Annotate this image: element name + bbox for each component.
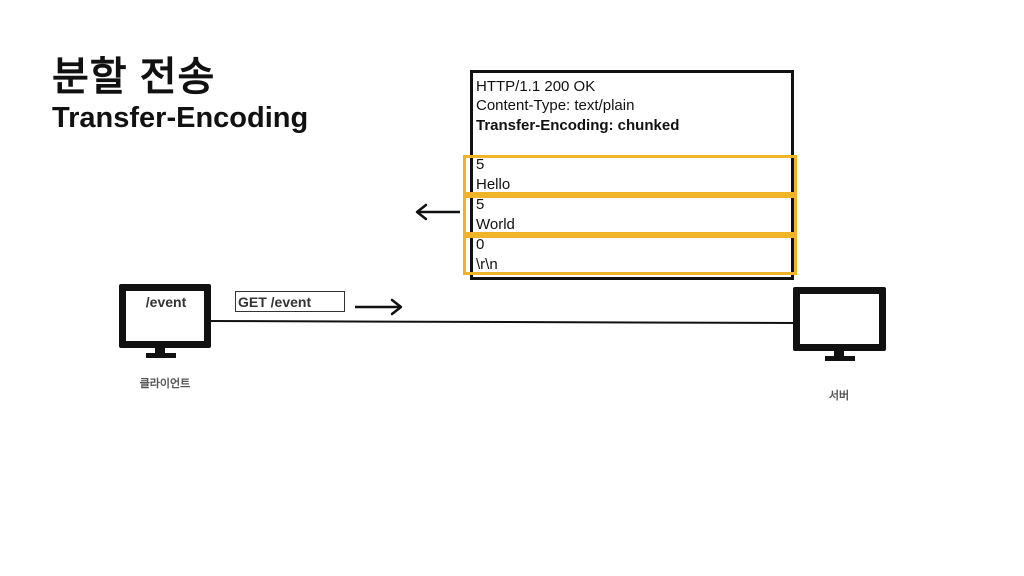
- chunk-data: Hello: [476, 176, 511, 193]
- request-arrow-icon: [355, 298, 403, 316]
- request-label: GET /event: [235, 291, 345, 312]
- response-header-transfer-encoding: Transfer-Encoding: chunked: [476, 117, 680, 134]
- chunk-size: 0: [476, 236, 485, 253]
- slide-title: 분할 전송: [52, 55, 216, 99]
- response-arrow-icon: [415, 203, 460, 221]
- client-monitor-base: [146, 353, 176, 358]
- server-monitor-neck: [834, 349, 844, 357]
- chunk-data: World: [476, 216, 515, 233]
- server-monitor-base: [825, 356, 855, 361]
- client-monitor-neck: [155, 346, 165, 354]
- chunk-box: [463, 235, 797, 275]
- server-caption: 서버: [828, 390, 850, 402]
- chunk-data: \r\n: [476, 256, 498, 273]
- client-monitor-screen: [119, 284, 211, 348]
- chunk-box: [463, 195, 797, 235]
- chunk-size: 5: [476, 156, 485, 173]
- response-header-content-type: Content-Type: text/plain: [476, 97, 635, 114]
- chunk-box: [463, 155, 797, 195]
- client-screen-label: /event: [145, 294, 187, 310]
- server-monitor-screen: [793, 287, 886, 351]
- chunk-size: 5: [476, 196, 485, 213]
- http-response-box: [470, 70, 794, 280]
- slide-subtitle: Transfer-Encoding: [52, 102, 309, 134]
- client-caption: 클라이언트: [139, 378, 191, 390]
- response-status-line: HTTP/1.1 200 OK: [476, 78, 596, 95]
- connection-line: [204, 320, 797, 324]
